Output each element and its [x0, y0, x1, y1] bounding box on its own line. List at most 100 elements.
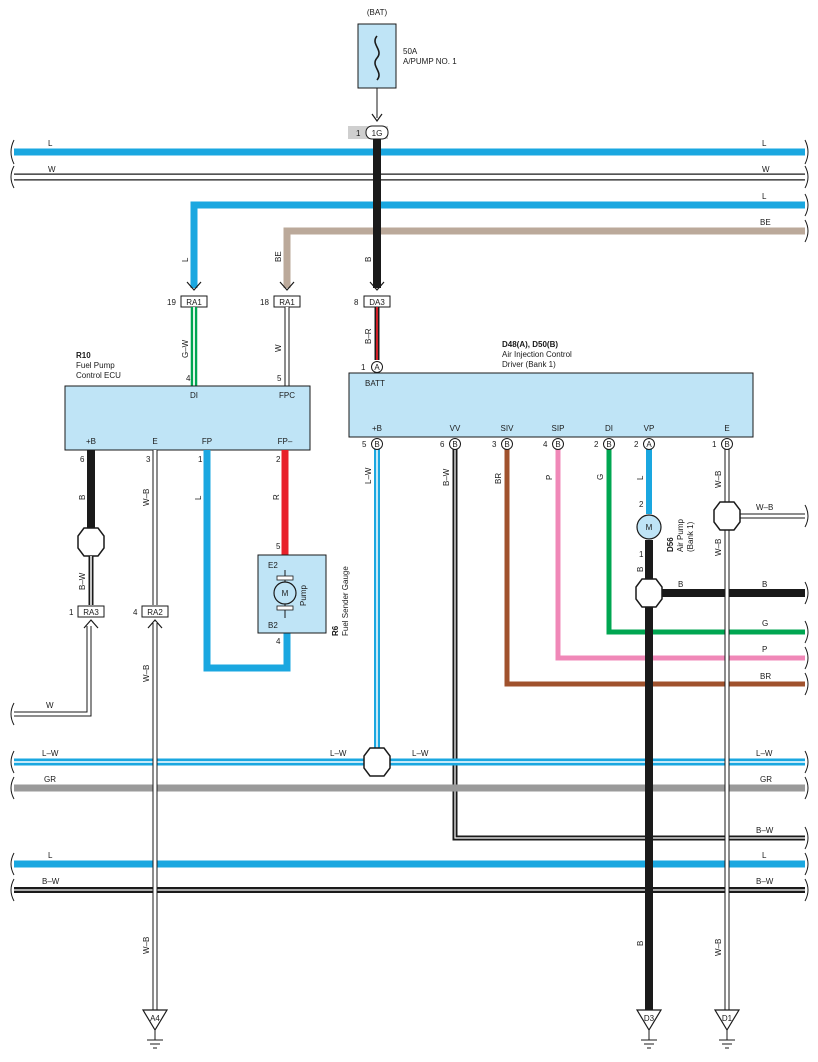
- driver-term-plusb: B: [374, 440, 379, 449]
- gauge-motor-label: M: [282, 589, 289, 598]
- driver-name1: Air Injection Control: [502, 350, 572, 359]
- ground-d1: [713, 1009, 741, 1032]
- ra1-b-pin: 18: [260, 298, 269, 307]
- wire-driver-vv-label: B–W: [442, 468, 451, 486]
- ground-a4: [141, 1009, 169, 1032]
- ra3-arrow-icon: [83, 619, 99, 629]
- driver-term-sip: B: [555, 440, 560, 449]
- driver-code: D48(A), D50(B): [502, 340, 558, 349]
- wire-bw-after-label: B–W: [78, 572, 87, 590]
- driver-terminal-circles: [371, 438, 733, 450]
- wire-l-right: [190, 201, 805, 288]
- bus-be-right-label: BE: [760, 218, 771, 227]
- bus-w-top-right: W: [762, 165, 770, 174]
- ground-d3: [635, 1009, 663, 1032]
- splice-driver-e: [713, 501, 741, 531]
- ecu-name2: Control ECU: [76, 371, 121, 380]
- wire-w-fpc-label: W: [274, 344, 283, 352]
- wire-b-right-label: B: [762, 580, 767, 589]
- da3-pin: 8: [354, 298, 359, 307]
- wire-driver-vv-stripe: [454, 449, 805, 839]
- wire-l-ra1-label: L: [181, 257, 190, 262]
- ground-d1-icon: [719, 1030, 735, 1049]
- da3-arrow-icon: [369, 281, 385, 291]
- ecu-pin-fpc: FPC: [279, 391, 295, 400]
- gauge-name: Fuel Sender Gauge: [341, 566, 350, 636]
- wire-br-label: B–R: [364, 328, 373, 344]
- air-pump-motor-icon: [636, 514, 662, 540]
- wire-ecu-fp-l: [203, 450, 291, 672]
- connector-ra2: [141, 605, 169, 618]
- driver-pin-di-num: 2: [594, 440, 599, 449]
- power-source-label: (BAT): [367, 8, 388, 17]
- wire-driver-vp-label: L: [636, 475, 645, 480]
- bus-bw-low-right: B–W: [756, 877, 774, 886]
- driver-batt-pin: 1: [361, 363, 366, 372]
- splice-air-pump-b: [635, 578, 663, 608]
- wire-ecu-plusb-label: B: [78, 495, 87, 500]
- ecu-pin-e-num: 3: [146, 455, 151, 464]
- wire-p-right-label: P: [762, 645, 767, 654]
- driver-term-siv: B: [504, 440, 509, 449]
- driver-pin-vp: VP: [644, 424, 655, 433]
- fuse-icon: [374, 35, 380, 81]
- ground-a4-icon: [147, 1030, 163, 1049]
- wire-be-ra1-label: BE: [274, 251, 283, 262]
- wire-driver-e-label: W–B: [714, 471, 723, 488]
- driver-batt-conn: A: [374, 363, 380, 372]
- ra3-name: RA3: [83, 608, 99, 617]
- wire-lw-splice-right: L–W: [412, 749, 429, 758]
- bus-lw-right: L–W: [756, 749, 773, 758]
- ground-d1-label: D1: [722, 1014, 733, 1023]
- gauge-term-top: E2: [268, 561, 278, 570]
- ecu-pin-fp-num: 1: [198, 455, 203, 464]
- ground-a4-label: A4: [150, 1014, 160, 1023]
- ground-d3-icon: [641, 1030, 657, 1049]
- driver-pin-sip-num: 4: [543, 440, 548, 449]
- ra2-name: RA2: [147, 608, 163, 617]
- bus-w-top-left: W: [48, 165, 56, 174]
- air-pump-motor-label: M: [646, 523, 653, 532]
- wire-driver-siv-label: BR: [494, 473, 503, 484]
- fuse-rating: 50A: [403, 47, 418, 56]
- ecu-pin-fpm-num: 2: [276, 455, 281, 464]
- wire-br-right-label: BR: [760, 672, 771, 681]
- wire-w-left: [14, 626, 91, 716]
- connector-ra3: [77, 605, 105, 618]
- driver-pin-e: E: [724, 424, 729, 433]
- gauge-code: R6: [331, 625, 340, 636]
- ecu-code: R10: [76, 351, 91, 360]
- gauge-term-bottom: B2: [268, 621, 278, 630]
- fuse-arrow-icon: [371, 113, 383, 123]
- fuel-pump-ecu: [64, 385, 311, 451]
- air-pump-pin-bottom: 1: [639, 550, 644, 559]
- gauge-pump-label: Pump: [299, 585, 308, 606]
- ra2-pin: 4: [133, 608, 138, 617]
- ra1b-arrow-icon: [279, 281, 295, 291]
- bus-l-right-label: L: [762, 192, 767, 201]
- driver-term-di: B: [606, 440, 611, 449]
- wire-gw-label: G–W: [181, 339, 190, 358]
- ecu-name1: Fuel Pump: [76, 361, 115, 370]
- ground-d3-label: D3: [644, 1014, 655, 1023]
- wire-air-pump-label-2: B: [636, 941, 645, 946]
- ecu-pin-plusb: +B: [86, 437, 96, 446]
- ecu-pin-di: DI: [190, 391, 198, 400]
- wire-b-branch-label: B: [678, 580, 683, 589]
- splice-1g-label: 1G: [372, 129, 383, 138]
- bus-l-top-left: L: [48, 139, 53, 148]
- ra1a-arrow-icon: [186, 281, 202, 291]
- bus-bw-low-left: B–W: [42, 877, 60, 886]
- wire-lw-splice-left: L–W: [330, 749, 347, 758]
- wire-ra2-label-2: W–B: [142, 937, 151, 954]
- bus-gr-right: GR: [760, 775, 772, 784]
- ra2-arrow-icon: [147, 619, 163, 629]
- driver-pin-vv: VV: [450, 424, 461, 433]
- driver-pin-plusb-num: 5: [362, 440, 367, 449]
- driver-term-vv: B: [452, 440, 457, 449]
- wire-driver-di-label: G: [596, 474, 605, 480]
- gauge-brush-top: [276, 575, 294, 581]
- wire-ecu-fp-label: L: [194, 495, 203, 500]
- da3-name: DA3: [369, 298, 385, 307]
- wire-driver-di-g: [606, 449, 805, 635]
